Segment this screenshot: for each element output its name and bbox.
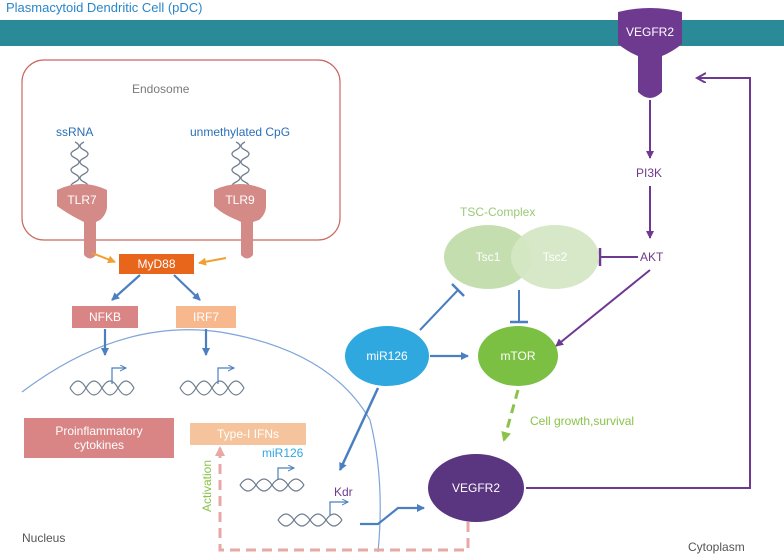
irf7-box [176, 306, 236, 328]
activation-label: Activation [200, 459, 214, 512]
myd88-box [119, 254, 194, 274]
type1-ifns-box [190, 423, 306, 445]
akt-to-mtor-arrow [555, 269, 651, 347]
dna-mir126-icon [239, 468, 305, 492]
akt-label: AKT [640, 250, 664, 264]
proinflammatory-box [24, 418, 174, 458]
kdr-label: Kdr [334, 485, 353, 499]
kdr-to-vegfr2-arrow [360, 504, 425, 526]
vegfr2-membrane-label: VEGFR2 [625, 25, 674, 39]
tsc2-label: Tsc2 [542, 250, 568, 264]
dna-kdr-icon [277, 502, 348, 527]
mtor-to-vegfr2-arrow [501, 389, 520, 442]
ssrna-label: ssRNA [56, 125, 94, 139]
mir126-inhibit-bar [451, 283, 465, 297]
myd88-label: MyD88 [137, 257, 176, 271]
mtor-node [478, 326, 558, 386]
vegfr2-feedback-arrow [526, 78, 751, 489]
mtor-label: mTOR [500, 349, 536, 363]
tlr7-to-myd88-arrow [91, 252, 116, 264]
mir126-to-kdr-arrow [338, 387, 380, 471]
cytoplasm-label: Cytoplasm [688, 540, 745, 554]
dna-irf7-icon [179, 368, 245, 396]
tsc1-ellipse [444, 225, 532, 289]
cpg-label: unmethylated CpG [190, 125, 291, 139]
tlr7-label: TLR7 [67, 193, 97, 207]
endosome-compartment [21, 59, 341, 241]
ssrna-helix-icon [70, 141, 89, 191]
nucleus-label: Nucleus [22, 531, 66, 545]
cell-growth-label: Cell growth,survival [530, 414, 635, 428]
nucleus-envelope [21, 329, 381, 553]
myd88-to-irf7-arrow [173, 274, 201, 301]
nfkb-label: NFKB [88, 310, 121, 324]
proinflammatory-line1: Proinflammatory [55, 424, 143, 438]
pi3k-label: PI3K [636, 166, 663, 180]
mir126-node [345, 326, 429, 386]
type1-ifns-label: Type-I IFNs [216, 427, 279, 441]
tsc-complex-label: TSC-Complex [460, 205, 536, 219]
proinflammatory-label: Proinflammatory cytokines [24, 418, 174, 458]
mir126-gene-label: miR126 [262, 446, 304, 460]
proinflammatory-line2: cytokines [73, 438, 125, 452]
tsc1-label: Tsc1 [475, 250, 501, 264]
mir126-label: miR126 [366, 349, 408, 363]
tlr9-to-myd88-arrow [198, 257, 227, 266]
cpg-helix-icon [231, 141, 250, 191]
myd88-to-nfkb-arrow [111, 274, 141, 301]
tlr9-receptor [214, 184, 266, 259]
tlr7-receptor [57, 184, 107, 259]
irf7-label: IRF7 [192, 310, 219, 324]
nfkb-box [72, 306, 138, 328]
diagram-title: Plasmacytoid Dendritic Cell (pDC) [6, 0, 203, 15]
tlr9-label: TLR9 [225, 193, 255, 207]
vegfr2-node-label: VEGFR2 [451, 481, 500, 495]
tsc2-ellipse [511, 225, 599, 289]
endosome-label: Endosome [132, 82, 190, 96]
mir126-inhibits-tsc1 [419, 289, 459, 331]
vegfr2-node [428, 454, 524, 522]
dna-nfkb-icon [69, 368, 135, 396]
vegfr2-membrane-receptor [618, 8, 682, 98]
